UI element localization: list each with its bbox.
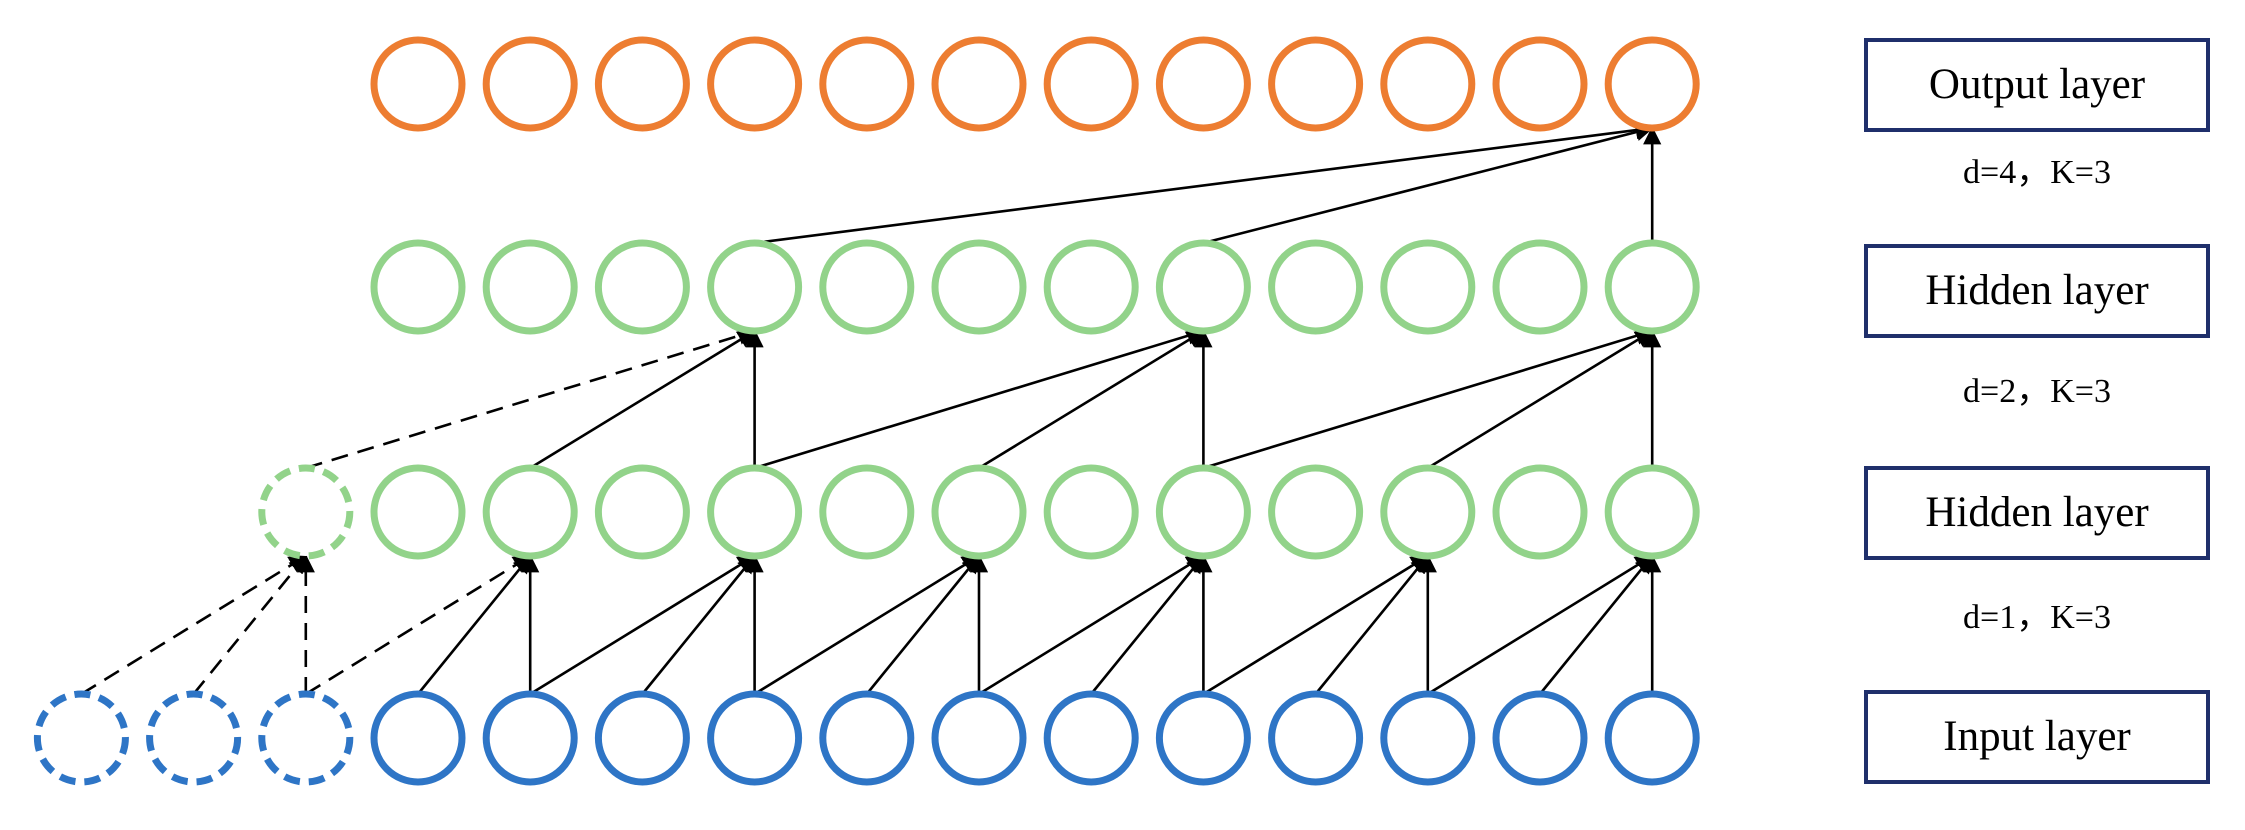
input-node [370,690,466,786]
hidden1-node [1043,464,1139,560]
hidden2-node [1155,239,1251,335]
input-node [707,690,803,786]
output-node [594,36,690,132]
hidden2-node [931,239,1027,335]
legend-hidden-layer-2: Hidden layer [1864,244,2210,338]
hidden2-node [482,239,578,335]
legend-label-hidden-1: Hidden layer [1925,489,2148,536]
edge-arrow [1202,554,1430,696]
edge-arrow [416,554,532,695]
hidden1-node [931,464,1027,560]
output-node [931,36,1027,132]
hidden1-node [1380,464,1476,560]
hidden1-node [1492,464,1588,560]
output-node [707,36,803,132]
padding-edge-arrow [80,554,308,696]
input-padding-node [146,690,242,786]
hidden2-node [594,239,690,335]
hidden2-node [1492,239,1588,335]
input-node [1043,690,1139,786]
output-node [1492,36,1588,132]
output-node [1268,36,1364,132]
output-node [1604,36,1700,132]
input-node [1492,690,1588,786]
output-node [1380,36,1476,132]
edge-arrow [1427,329,1654,470]
param-label-d4: d=4，K=3 [1963,154,2111,191]
input-node [594,690,690,786]
hidden1-node [370,464,466,560]
input-padding-node [33,690,129,786]
edge-arrow [978,329,1205,470]
legend-box-hidden-2 [1864,244,2210,338]
legend-input-layer: Input layer [1864,690,2210,784]
legend-label-input: Input layer [1943,713,2130,760]
output-node [1043,36,1139,132]
input-node [1155,690,1251,786]
legend-hidden-layer-1: Hidden layer [1864,466,2210,560]
legend-box-input [1864,690,2210,784]
hidden1-node [1604,464,1700,560]
legend: Output layer d=4，K=3 Hidden layer d=2，K=… [1864,38,2210,784]
hidden2-node [1043,239,1139,335]
output-node [1155,36,1251,132]
hidden1-node [707,464,803,560]
edge-arrow [1203,327,1654,470]
output-node [482,36,578,132]
edge-arrow [1314,554,1429,695]
edge-arrow [1090,554,1205,695]
hidden1-node [819,464,915,560]
legend-label-hidden-2: Hidden layer [1925,267,2148,314]
edge-arrow [978,554,1205,696]
input-node [482,690,578,786]
padding-edge-arrow [305,554,532,696]
hidden1-node [594,464,690,560]
hidden1-node [482,464,578,560]
edge-arrow [753,554,981,696]
legend-output-layer: Output layer [1864,38,2210,132]
input-node [931,690,1027,786]
hidden2-node [707,239,803,335]
input-node [1380,690,1476,786]
edge-arrow [865,554,981,695]
edge-arrow [1203,123,1654,245]
hidden2-node [1268,239,1364,335]
edge-arrow [529,554,757,696]
hidden2-node [1380,239,1476,335]
nodes [33,36,1700,786]
hidden2-node [1604,239,1700,335]
hidden1-node [1155,464,1251,560]
legend-box-hidden-1 [1864,466,2210,560]
edge-arrow [1538,554,1654,695]
edge-arrow [1427,554,1654,696]
param-label-d1: d=1，K=3 [1963,599,2111,636]
padding-edge-arrow [192,554,307,695]
padding-edge-arrow [305,327,757,470]
output-node [819,36,915,132]
edge-arrow [754,121,1655,245]
edge-arrow [754,327,1206,470]
input-node [1268,690,1364,786]
legend-box-output [1864,38,2210,132]
hidden2-node [819,239,915,335]
param-label-d2: d=2，K=3 [1963,373,2111,410]
hidden2-node [370,239,466,335]
output-node [370,36,466,132]
input-node [1604,690,1700,786]
hidden1-padding-node [258,464,354,560]
hidden1-node [1268,464,1364,560]
legend-label-output: Output layer [1929,61,2145,108]
edge-arrow [641,554,756,695]
input-node [819,690,915,786]
edges [80,121,1662,696]
edge-arrow [529,329,757,470]
input-padding-node [258,690,354,786]
